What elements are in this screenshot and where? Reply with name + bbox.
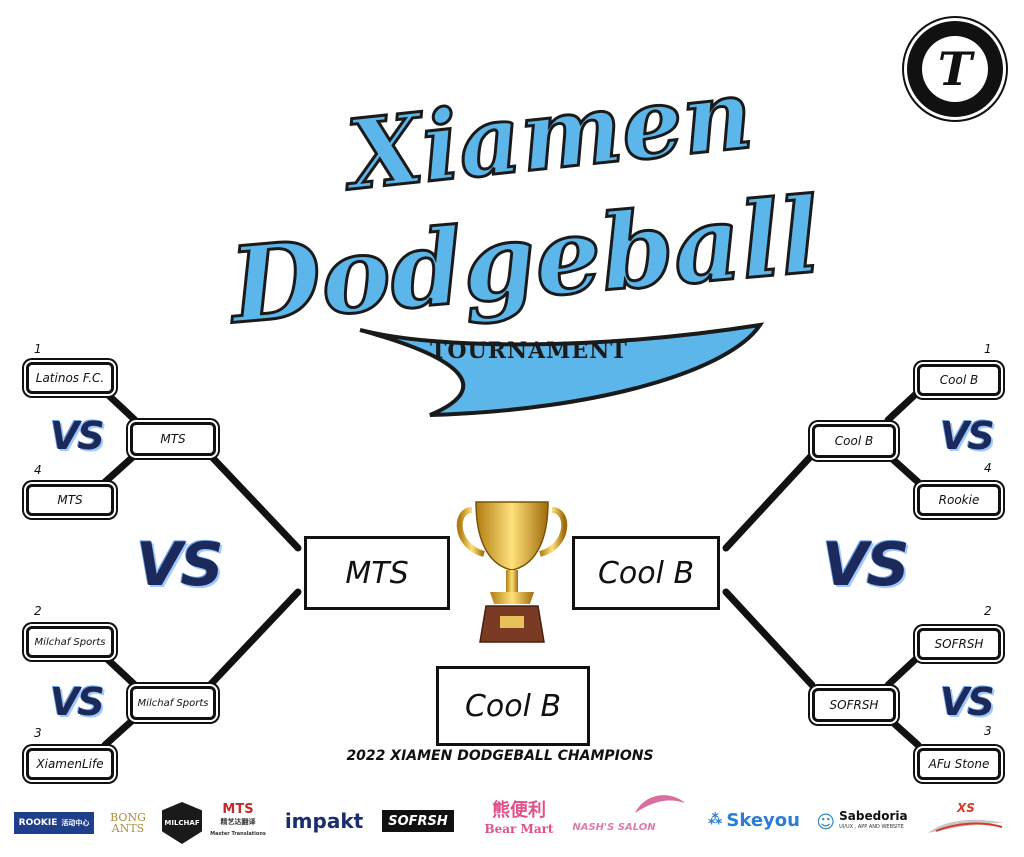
team-box: Latinos F.C.	[26, 362, 114, 394]
title-tournament: TOURNAMENT	[430, 338, 628, 364]
sponsor-skeyou: ⁂Skeyou	[708, 809, 800, 831]
team-box: SOFRSH	[812, 688, 896, 722]
team-box: Milchaf Sports	[26, 626, 114, 658]
seed-number: 3	[984, 724, 992, 738]
seed-number: 1	[34, 342, 42, 356]
left-finalist-box: MTS	[304, 536, 450, 610]
team-box: Milchaf Sports	[130, 686, 216, 720]
team-box: XiamenLife	[26, 748, 114, 780]
sponsor-xs: XS	[920, 798, 1012, 838]
vs-icon: VS	[940, 414, 995, 458]
vs-icon: VS	[50, 414, 105, 458]
team-box: AFu Stone	[917, 748, 1001, 780]
sponsor-sofrsh: SOFRSH	[382, 810, 454, 832]
sponsor-nash-salon: NASH'S SALON	[572, 821, 656, 833]
sponsor-bearmart: 熊便利 Bear Mart	[484, 800, 554, 837]
sponsor-sabedoria: ☺ Sabedoria UI/UX , APP AND WEBSITE	[816, 809, 908, 833]
champions-caption: 2022 XIAMEN DODGEBALL CHAMPIONS	[346, 748, 654, 764]
right-finalist-box: Cool B	[572, 536, 720, 610]
champion-box: Cool B	[436, 666, 590, 746]
t-logo-icon: T	[922, 36, 988, 102]
vs-icon: VS	[136, 530, 224, 600]
skeyou-dots-icon: ⁂	[708, 812, 723, 828]
team-box: MTS	[130, 422, 216, 456]
sponsor-bongants: BONG ANTS	[110, 811, 146, 835]
seed-number: 4	[984, 461, 992, 475]
trophy-icon	[456, 501, 568, 643]
seed-number: 2	[984, 604, 992, 618]
sabedoria-head-icon: ☺	[816, 811, 836, 833]
title-swoosh	[359, 322, 765, 417]
nash-salon-icon	[635, 795, 685, 813]
team-box: Rookie	[917, 484, 1001, 516]
vs-icon: VS	[822, 530, 910, 600]
seed-number: 3	[34, 726, 42, 740]
corner-logo: T	[904, 18, 1006, 120]
seed-number: 4	[34, 463, 42, 477]
seed-number: 1	[984, 342, 992, 356]
vs-icon: VS	[940, 680, 995, 724]
team-box: Cool B	[917, 364, 1001, 396]
team-box: SOFRSH	[917, 628, 1001, 660]
team-box: MTS	[26, 484, 114, 516]
team-box: Cool B	[812, 424, 896, 458]
sponsor-mts: MTS 精艺达翻译 Master Translations	[210, 802, 266, 837]
xs-swoosh-icon	[928, 819, 1004, 833]
sponsor-impakt: impakt	[284, 809, 364, 833]
seed-number: 2	[34, 604, 42, 618]
vs-icon: VS	[50, 680, 105, 724]
